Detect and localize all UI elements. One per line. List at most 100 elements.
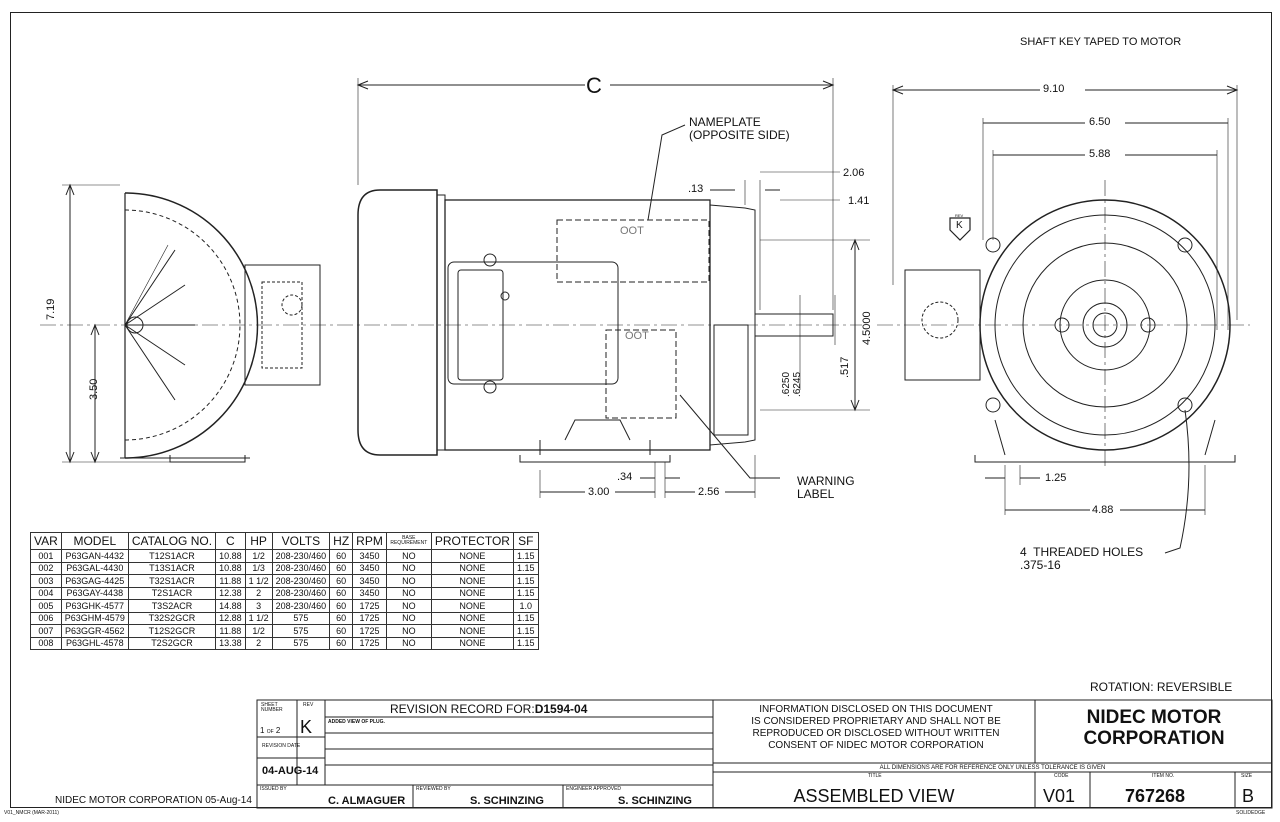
table-cell: 1 1/2 xyxy=(244,611,273,625)
dim-9-10: 9.10 xyxy=(1043,83,1065,95)
col-protector: PROTECTOR xyxy=(430,532,514,550)
code-value: V01 xyxy=(1043,786,1076,806)
table-cell: 002 xyxy=(30,561,62,575)
dim-517: .517 xyxy=(839,356,851,378)
table-cell: T12S2GCR xyxy=(127,624,217,638)
dim-1-41: 1.41 xyxy=(848,195,870,207)
table-cell: NONE xyxy=(430,561,514,575)
company-name: NIDEC MOTOR CORPORATION xyxy=(1083,707,1225,749)
variant-table: VAR MODEL CATALOG NO. C HP VOLTS HZ RPM … xyxy=(30,532,539,650)
table-cell: 1/2 xyxy=(244,549,273,563)
table-cell: 2 xyxy=(244,586,273,600)
nameplate-note: NAMEPLATE (OPPOSITE SIDE) xyxy=(689,115,790,143)
table-cell: NONE xyxy=(430,624,514,638)
table-cell: 1.15 xyxy=(512,624,539,638)
table-cell: 208-230/460 xyxy=(271,549,331,563)
table-cell: NONE xyxy=(430,549,514,563)
proprietary-notice: INFORMATION DISCLOSED ON THIS DOCUMENT I… xyxy=(751,704,1001,751)
table-cell: 005 xyxy=(30,599,62,613)
table-cell: P63GAN-4432 xyxy=(60,549,129,563)
table-cell: 1/3 xyxy=(244,561,273,575)
rev-value: K xyxy=(300,717,313,737)
warning-note: WARNING LABEL xyxy=(797,474,855,502)
table-cell: 1.15 xyxy=(512,574,539,588)
dim-5-88: 5.88 xyxy=(1089,148,1111,160)
table-cell: 60 xyxy=(329,624,354,638)
table-cell: NONE xyxy=(430,599,514,613)
table-cell: P63GGR-4562 xyxy=(60,624,129,638)
table-cell: 1725 xyxy=(352,624,387,638)
table-cell: 3 xyxy=(244,599,273,613)
table-cell: 575 xyxy=(271,624,331,638)
table-cell: P63GAY-4438 xyxy=(60,586,129,600)
title-label: TITLE xyxy=(868,773,882,779)
table-cell: 1.15 xyxy=(512,586,539,600)
table-cell: 60 xyxy=(329,549,354,563)
table-cell: 1.0 xyxy=(512,599,539,613)
table-cell: P63GHK-4577 xyxy=(60,599,129,613)
tolerance-note: ALL DIMENSIONS ARE FOR REFERENCE ONLY UN… xyxy=(879,765,1106,771)
table-cell: NO xyxy=(385,624,432,638)
table-cell: 575 xyxy=(271,636,331,650)
rev-label: REV xyxy=(303,702,314,708)
table-cell: NO xyxy=(385,549,432,563)
reviewed-by-label: REVIEWED BY xyxy=(416,786,451,792)
table-cell: 12.38 xyxy=(215,586,246,600)
table-cell: 11.88 xyxy=(215,624,246,638)
table-cell: 3450 xyxy=(352,549,387,563)
table-cell: NONE xyxy=(430,574,514,588)
table-cell: P63GHL-4578 xyxy=(60,636,129,650)
nameplate-outline-label: OOT xyxy=(620,225,644,237)
table-cell: 1725 xyxy=(352,599,387,613)
table-cell: 575 xyxy=(271,611,331,625)
table-cell: 60 xyxy=(329,561,354,575)
dim-4-5000: 4.5000 xyxy=(861,311,873,345)
table-cell: 60 xyxy=(329,586,354,600)
table-cell: NONE xyxy=(430,611,514,625)
code-label: CODE xyxy=(1054,773,1069,779)
drawing-title: ASSEMBLED VIEW xyxy=(793,786,955,806)
table-cell: 12.88 xyxy=(215,611,246,625)
dim-6-50: 6.50 xyxy=(1089,116,1111,128)
table-header-row: VAR MODEL CATALOG NO. C HP VOLTS HZ RPM … xyxy=(30,532,539,550)
side-view xyxy=(356,78,870,498)
table-cell: 208-230/460 xyxy=(271,586,331,600)
table-cell: NO xyxy=(385,636,432,650)
sheet-number: 1 OF 2 xyxy=(260,726,281,735)
col-hz: HZ xyxy=(329,532,354,550)
dim-34: .34 xyxy=(617,471,633,483)
col-sf: SF xyxy=(512,532,539,550)
col-hp: HP xyxy=(244,532,273,550)
table-cell: 1.15 xyxy=(512,636,539,650)
table-cell: 60 xyxy=(329,611,354,625)
table-cell: 10.88 xyxy=(215,549,246,563)
table-cell: P63GAG-4425 xyxy=(60,574,129,588)
table-cell: NONE xyxy=(430,636,514,650)
fan-end-view xyxy=(62,183,321,464)
shaft-end-view xyxy=(891,85,1239,554)
table-cell: 3450 xyxy=(352,561,387,575)
dim-3-50: 3.50 xyxy=(88,378,100,400)
shaft-key-note: SHAFT KEY TAPED TO MOTOR xyxy=(1020,36,1182,48)
item-number: 767268 xyxy=(1125,786,1186,806)
company-footer: NIDEC MOTOR CORPORATION 05-Aug-14 xyxy=(55,795,252,806)
reviewed-by: S. SCHINZING xyxy=(470,795,544,807)
col-volts: VOLTS xyxy=(271,532,331,550)
dim-3-00: 3.00 xyxy=(588,486,610,498)
col-model: MODEL xyxy=(60,532,129,550)
table-cell: 007 xyxy=(30,624,62,638)
table-cell: 3450 xyxy=(352,586,387,600)
revision-date: 04-AUG-14 xyxy=(262,765,319,777)
table-cell: 208-230/460 xyxy=(271,561,331,575)
dim-13: .13 xyxy=(688,183,704,195)
col-c: C xyxy=(215,532,246,550)
table-cell: 1.15 xyxy=(512,561,539,575)
revision-date-label: REVISION DATE xyxy=(262,743,301,749)
table-cell: 001 xyxy=(30,549,62,563)
table-cell: 008 xyxy=(30,636,62,650)
issued-by: C. ALMAGUER xyxy=(328,795,406,807)
table-cell: 208-230/460 xyxy=(271,599,331,613)
